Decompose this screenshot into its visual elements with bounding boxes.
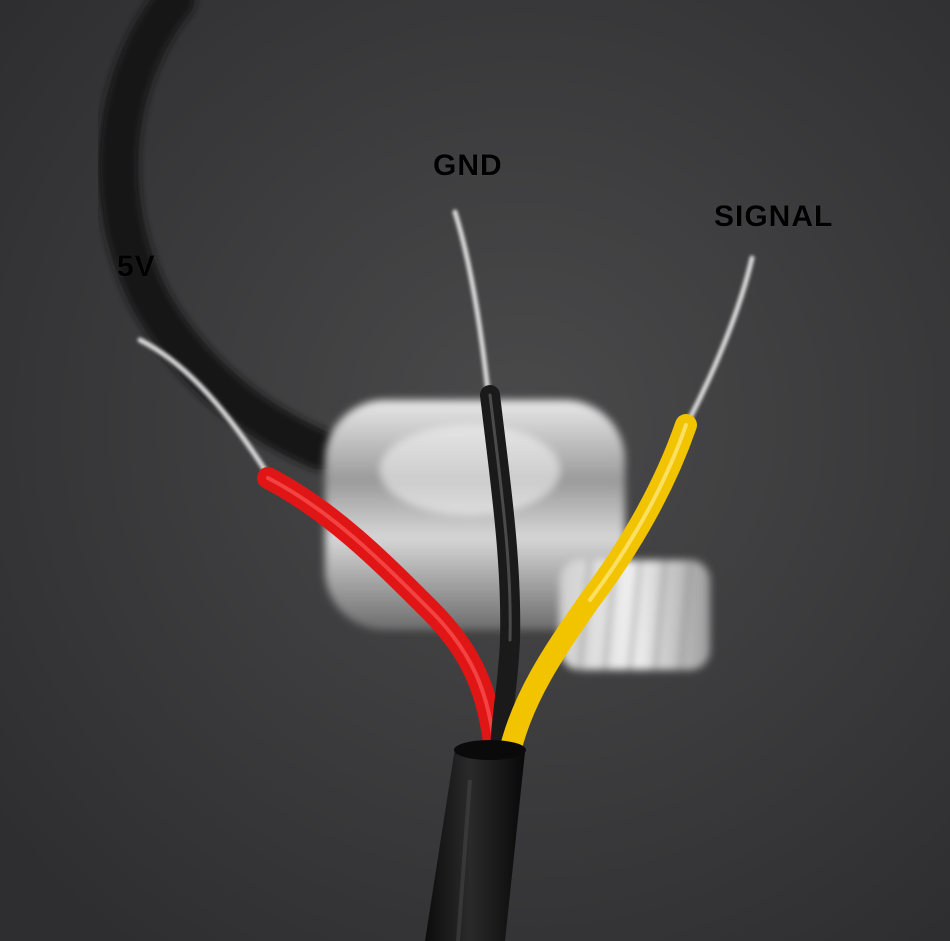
label-signal: SIGNAL (714, 200, 834, 233)
back-cable (98, 0, 340, 470)
label-gnd: GND (433, 149, 503, 182)
bare-conductors (137, 209, 755, 473)
label-5v: 5V (117, 250, 156, 283)
cable-jacket (425, 740, 526, 941)
